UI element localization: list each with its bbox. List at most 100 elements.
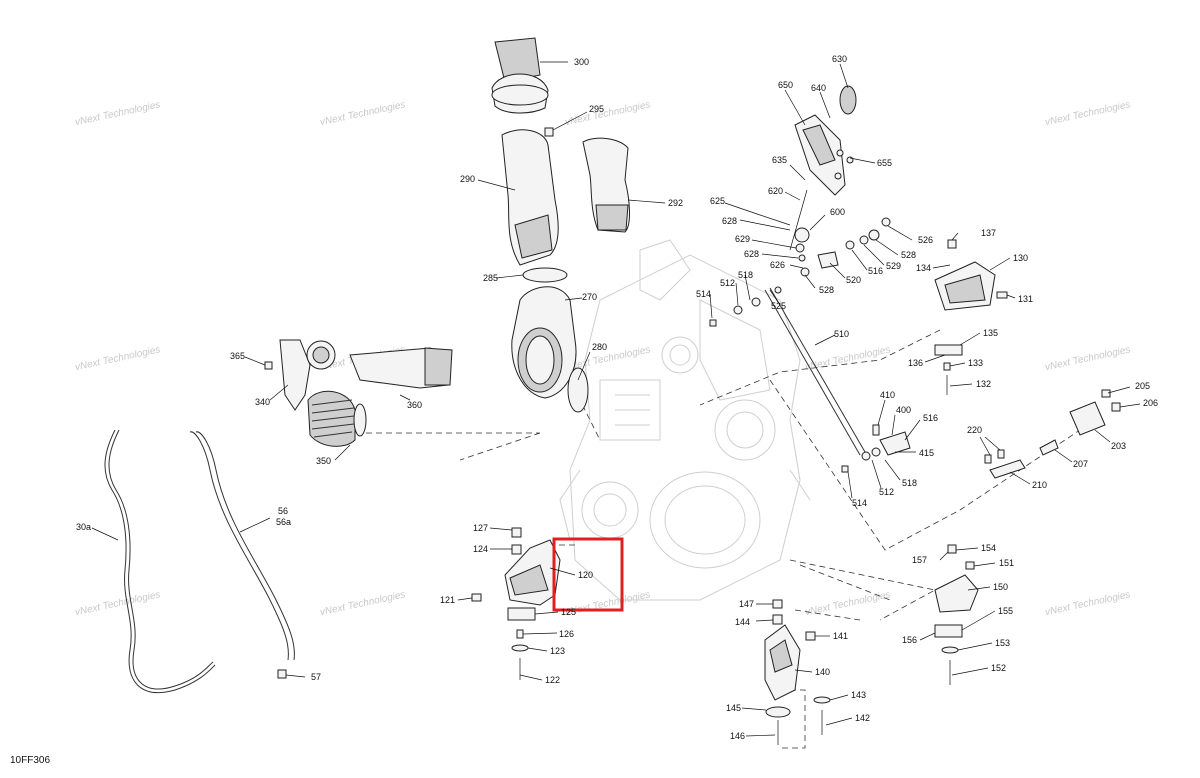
callout-124: 124 <box>473 544 488 554</box>
callout-620: 620 <box>768 186 783 196</box>
callout-205: 205 <box>1135 381 1150 391</box>
callout-628: 628 <box>744 249 759 259</box>
callout-123: 123 <box>550 646 565 656</box>
callout-528: 528 <box>819 285 834 295</box>
watermark: vNext Technologies <box>1044 344 1131 373</box>
callout-280: 280 <box>592 342 607 352</box>
duct-360 <box>349 347 453 389</box>
callout-206: 206 <box>1143 398 1158 408</box>
bracket-400 <box>872 424 911 456</box>
callout-518: 518 <box>738 270 753 280</box>
fastener-295 <box>544 127 554 137</box>
callout-525: 525 <box>771 301 786 311</box>
callout-514: 514 <box>852 498 867 508</box>
mount-150 <box>934 544 979 685</box>
callout-528: 528 <box>901 250 916 260</box>
callout-655: 655 <box>877 158 892 168</box>
callout-156: 156 <box>902 635 917 645</box>
callout-144: 144 <box>735 617 750 627</box>
watermark: vNext Technologies <box>74 589 161 618</box>
mount-130 <box>934 239 1008 395</box>
callout-520: 520 <box>846 275 861 285</box>
callout-300: 300 <box>574 57 589 67</box>
pedal-650 <box>794 114 846 196</box>
callout-126: 126 <box>559 629 574 639</box>
callout-512: 512 <box>879 487 894 497</box>
callout-340: 340 <box>255 397 270 407</box>
callout-516: 516 <box>868 266 883 276</box>
watermark: vNext Technologies <box>804 589 891 618</box>
callout-145: 145 <box>726 703 741 713</box>
watermark: vNext Technologies <box>564 589 651 618</box>
watermark: vNext Technologies <box>1044 589 1131 618</box>
callout-147: 147 <box>739 599 754 609</box>
intake-resonator-300 <box>491 37 549 114</box>
callout-516: 516 <box>923 413 938 423</box>
callout-150: 150 <box>993 582 1008 592</box>
figure-id: 10FF306 <box>10 755 51 766</box>
rod-620 <box>759 189 808 251</box>
callout-415: 415 <box>919 448 934 458</box>
watermark: vNext Technologies <box>74 99 161 128</box>
callout-625: 625 <box>710 196 725 206</box>
callout-137: 137 <box>981 228 996 238</box>
callout-133: 133 <box>968 358 983 368</box>
callout-203: 203 <box>1111 441 1126 451</box>
callout-360: 360 <box>407 400 422 410</box>
callout-120: 120 <box>578 570 593 580</box>
callout-131: 131 <box>1018 294 1033 304</box>
callout-629: 629 <box>735 234 750 244</box>
callout-220: 220 <box>967 425 982 435</box>
callout-285: 285 <box>483 273 498 283</box>
hose-56 <box>189 431 295 661</box>
callout-labels: 300 295 290 292 285 270 280 365 340 360 … <box>76 54 1158 741</box>
callout-518: 518 <box>902 478 917 488</box>
watermark: vNext Technologies <box>319 99 406 128</box>
callout-134: 134 <box>916 263 931 273</box>
callout-141: 141 <box>833 631 848 641</box>
clamp-280 <box>567 367 589 413</box>
callout-510: 510 <box>834 329 849 339</box>
callout-270: 270 <box>582 292 597 302</box>
intake-duct-290 <box>501 129 559 266</box>
callout-210: 210 <box>1032 480 1047 490</box>
callout-635: 635 <box>772 155 787 165</box>
linkage-parts <box>794 149 891 277</box>
callout-410: 410 <box>880 390 895 400</box>
callout-125: 125 <box>561 607 576 617</box>
callout-600: 600 <box>830 207 845 217</box>
callout-136: 136 <box>908 358 923 368</box>
callout-143: 143 <box>851 690 866 700</box>
watermark: vNext Technologies <box>1044 99 1131 128</box>
callout-152: 152 <box>991 663 1006 673</box>
callout-153: 153 <box>995 638 1010 648</box>
clamp-285 <box>522 267 568 283</box>
intake-duct-292 <box>582 137 630 233</box>
callout-56: 56 <box>278 506 288 516</box>
callout-400: 400 <box>896 405 911 415</box>
callout-207: 207 <box>1073 459 1088 469</box>
callout-514: 514 <box>696 289 711 299</box>
leader-lines <box>91 61 1141 737</box>
bracket-340 <box>279 339 336 411</box>
callout-650: 650 <box>778 80 793 90</box>
cable-510 <box>709 286 881 473</box>
mount-small-parts-12x <box>471 527 536 680</box>
callout-365: 365 <box>230 351 245 361</box>
callout-350: 350 <box>316 456 331 466</box>
bellows-350 <box>307 390 367 447</box>
callout-292: 292 <box>668 198 683 208</box>
callout-121: 121 <box>440 595 455 605</box>
callout-154: 154 <box>981 543 996 553</box>
engine-ghost <box>559 239 811 601</box>
air-intake-270 <box>511 286 577 399</box>
bracket-210 <box>984 439 1059 479</box>
callout-157: 157 <box>912 555 927 565</box>
callout-142: 142 <box>855 713 870 723</box>
callout-132: 132 <box>976 379 991 389</box>
hose-30a <box>104 429 216 694</box>
watermark: vNext Technologies <box>319 589 406 618</box>
clamp-57 <box>277 669 287 679</box>
callout-146: 146 <box>730 731 745 741</box>
